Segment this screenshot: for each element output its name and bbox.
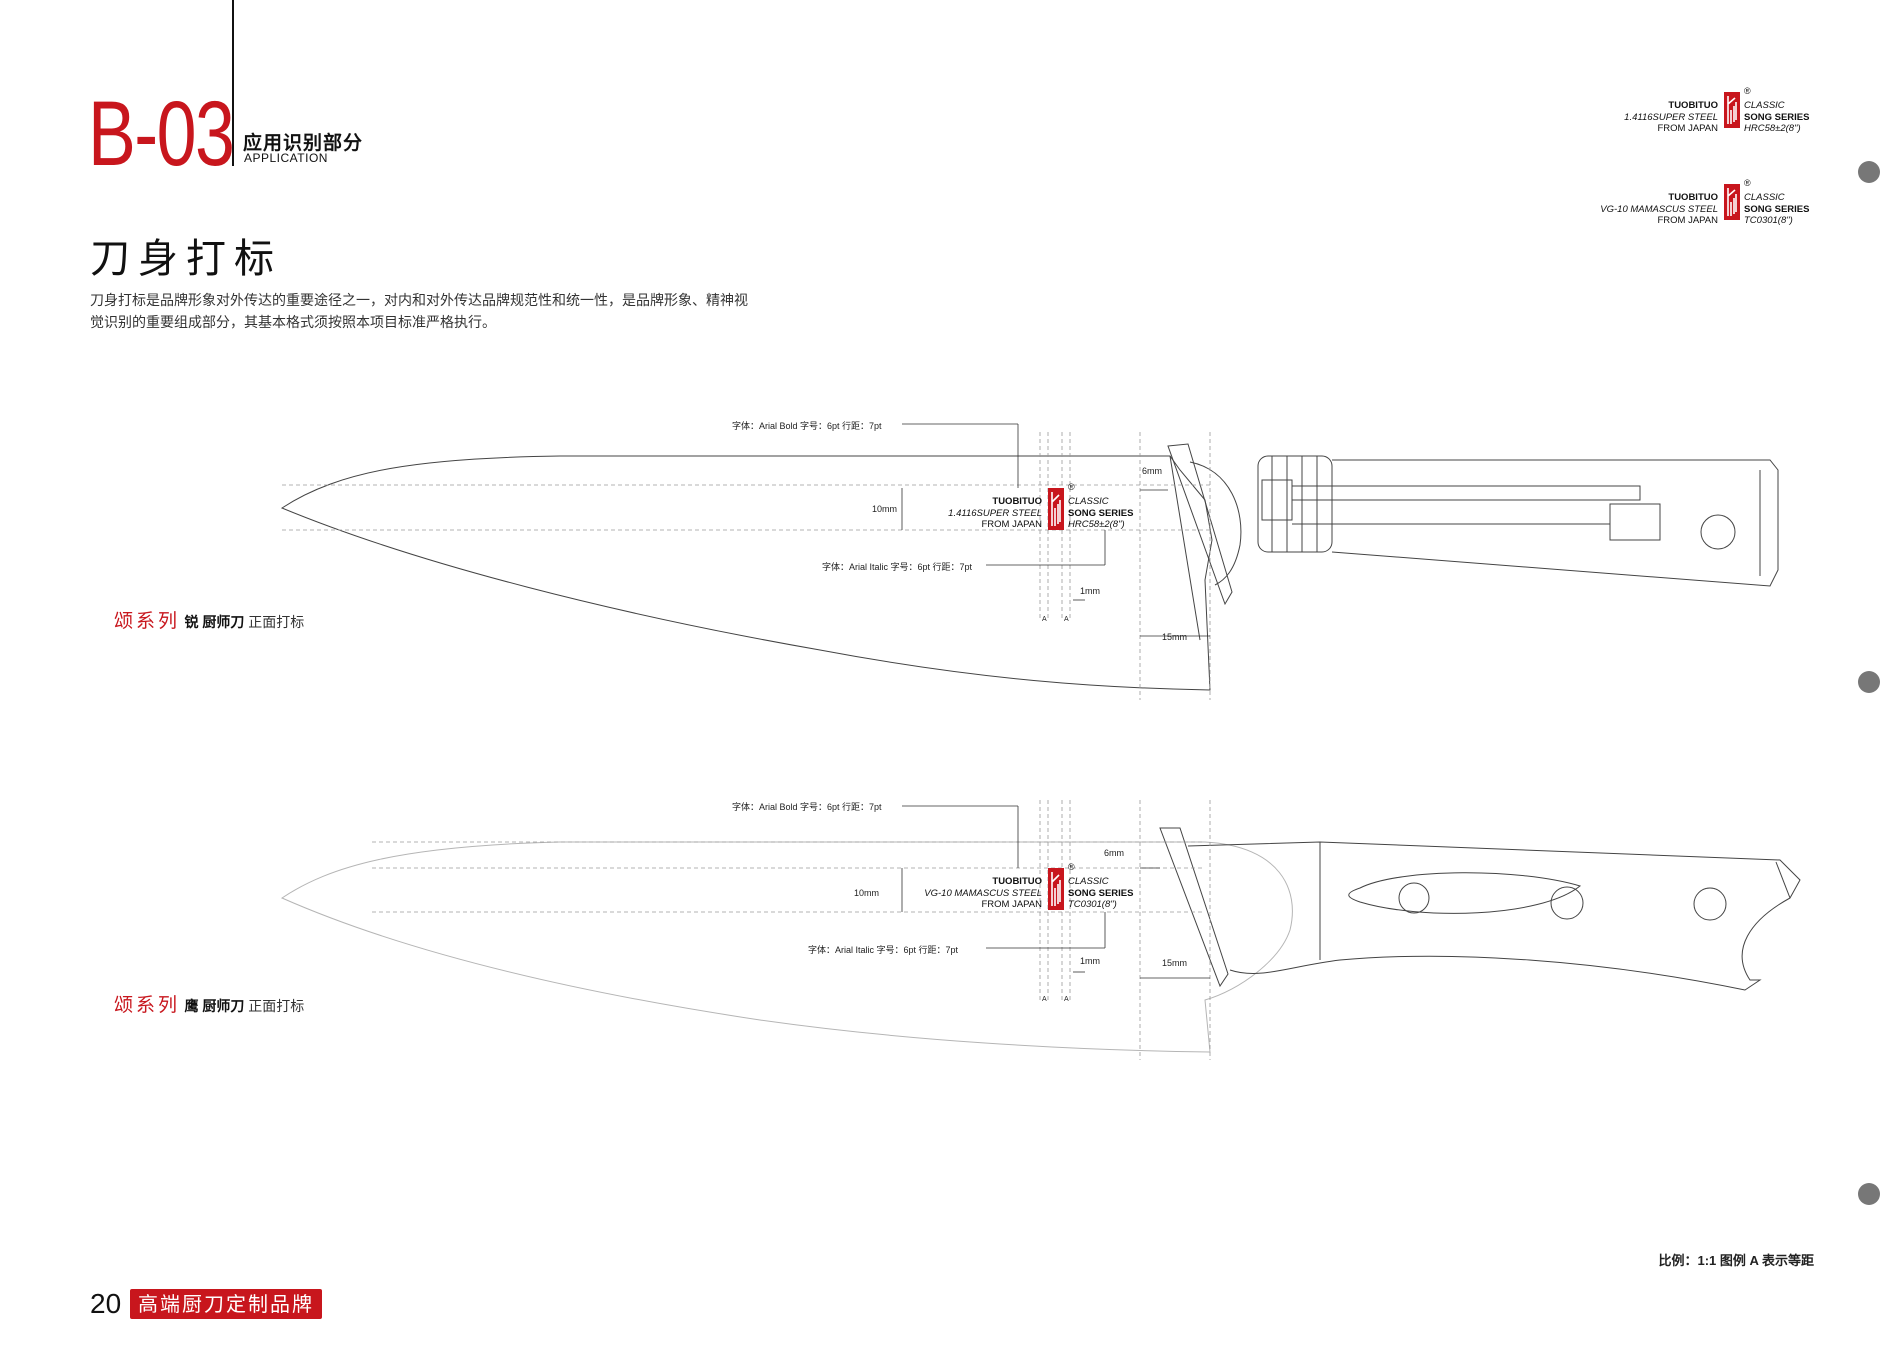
brand-logo-icon: ® (1048, 482, 1075, 530)
header-divider (232, 0, 234, 166)
section-title-zh: 应用识别部分 (243, 133, 364, 154)
font-italic-note: 字体：Arial Italic 字号：6pt 行距：7pt (808, 945, 959, 955)
equal-mark: A (1042, 616, 1047, 623)
dim-15mm: 15mm (1162, 958, 1188, 968)
knife-2-leaders (901, 805, 1210, 979)
knife-1-guides (282, 432, 1211, 700)
section-title-en: APPLICATION (244, 151, 328, 165)
equal-mark: A (1064, 996, 1069, 1003)
series-name: 颂系列 (114, 994, 181, 1016)
brand-logo-icon: ® (1048, 862, 1075, 910)
dim-1mm: 1mm (1080, 586, 1100, 596)
dim-15mm: 15mm (1162, 632, 1188, 642)
side-dot (1858, 1183, 1880, 1205)
font-bold-note: 字体：Arial Bold 字号：6pt 行距：7pt (732, 421, 882, 431)
dim-10mm: 10mm (872, 504, 898, 514)
page-title: 刀身打标 (90, 236, 282, 282)
font-bold-note: 字体：Arial Bold 字号：6pt 行距：7pt (732, 802, 882, 812)
knife-1-drawing (280, 443, 1779, 691)
dim-6mm: 6mm (1142, 466, 1162, 476)
section-code: B-03 (88, 83, 235, 185)
dim-1mm: 1mm (1080, 956, 1100, 966)
page-description: 刀身打标是品牌形象对外传达的重要途径之一，对内和对外传达品牌规范性和统一性，是品… (90, 292, 748, 330)
brand-slogan: 高端厨刀定制品牌 (130, 1289, 322, 1319)
knife-2-caption: 颂系列 鹰 厨师刀 正面打标 (114, 990, 304, 1017)
font-italic-note: 字体：Arial Italic 字号：6pt 行距：7pt (822, 562, 973, 572)
view-label: 正面打标 (248, 998, 305, 1014)
knife-name: 锐 厨师刀 (184, 614, 245, 630)
dim-10mm: 10mm (854, 888, 880, 898)
knife-2-guides (372, 800, 1211, 1060)
side-dot (1858, 161, 1880, 183)
knife-name: 鹰 厨师刀 (184, 998, 245, 1014)
knife-1-leaders (901, 423, 1210, 637)
view-label: 正面打标 (248, 614, 305, 630)
equal-mark: A (1042, 996, 1047, 1003)
equal-mark: A (1064, 616, 1069, 623)
side-dot (1858, 671, 1880, 693)
knife-2-drawing (280, 827, 1801, 1053)
scale-note: 比例：1:1 图例 A 表示等距 (1658, 1253, 1814, 1268)
brand-logo-icon: ® (1724, 86, 1751, 128)
series-name: 颂系列 (114, 610, 181, 632)
dim-6mm: 6mm (1104, 848, 1124, 858)
brand-logo-icon: ® (1724, 178, 1751, 220)
knife-1-caption: 颂系列 锐 厨师刀 正面打标 (114, 606, 304, 633)
page-number: 20 (90, 1288, 122, 1319)
